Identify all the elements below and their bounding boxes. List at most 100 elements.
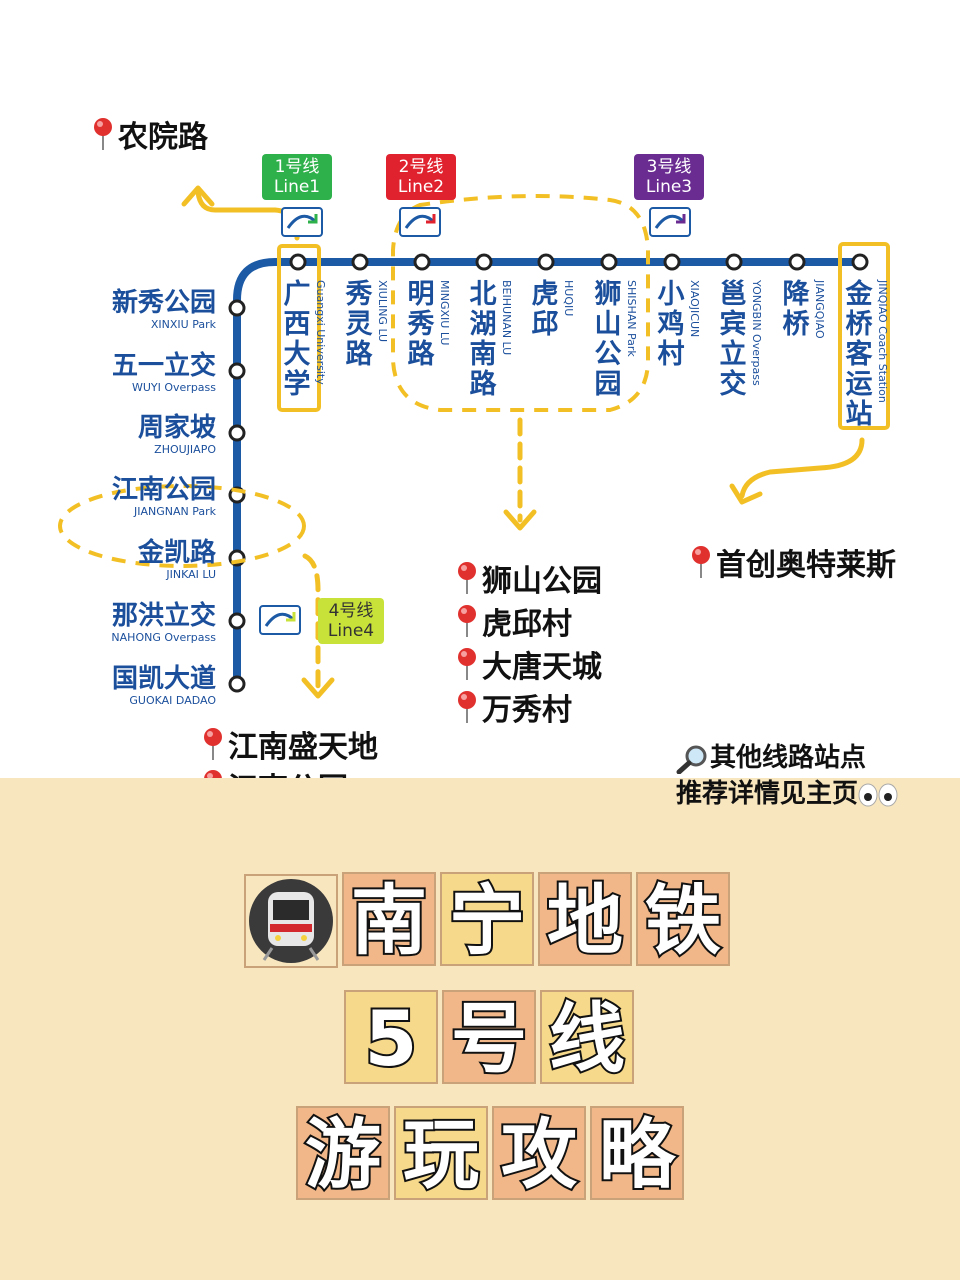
- station-name-en: XINXIU Park: [150, 318, 216, 331]
- poi-name: 万秀村: [482, 693, 572, 728]
- route-map: [58, 185, 890, 699]
- poi-item: 首创奥特莱斯: [690, 540, 896, 584]
- magnifier-icon: [676, 745, 707, 774]
- poi-name: 首创奥特莱斯: [716, 548, 896, 583]
- station-label-en: YONGBIN Overpass: [750, 280, 763, 386]
- poi-item: 江南盛天地: [202, 722, 378, 766]
- station-name-en: JINKAI LU: [166, 568, 216, 581]
- line1-badge-cn: 1号线: [274, 157, 320, 177]
- arrow-to-shouchuang-head: [729, 483, 763, 505]
- metro-train-icon: [249, 879, 333, 963]
- station-label: 北湖南路: [469, 279, 497, 400]
- round-pushpin-icon: [94, 118, 112, 150]
- line1-badge: 1号线 Line1: [262, 154, 332, 200]
- poi-name: 狮山公园: [482, 564, 602, 599]
- station-dot: [600, 253, 618, 271]
- arrow-to-shouchuang: [739, 437, 865, 499]
- station-name-en: GUOKAI DADAO: [129, 694, 216, 707]
- station-label-en: JIANGQIAO: [813, 280, 826, 339]
- line1-badge-en: Line1: [273, 177, 321, 197]
- station-dot: [228, 362, 246, 380]
- station-label: 降桥: [782, 279, 810, 340]
- highlight-box-guangxi: [277, 244, 321, 412]
- station-name-en: ZHOUJIAPO: [154, 443, 216, 456]
- highlight-ellipse-shishan: [391, 194, 650, 412]
- line3-badge: 3号线 Line3: [634, 154, 704, 200]
- station-label-en: Guangxi University: [314, 280, 327, 385]
- round-pushpin-icon: [458, 562, 476, 594]
- poi-item: 虎邱村: [456, 599, 572, 643]
- station-dot: [228, 424, 246, 442]
- highlight-ellipse-jiangnan: [58, 484, 306, 568]
- station-name: 新秀公园: [111, 288, 216, 318]
- station-name: 江南公园: [111, 475, 216, 505]
- station-label: 邕宾立交: [719, 279, 747, 400]
- eyes-icon: [858, 783, 898, 806]
- station-dot: [351, 253, 369, 271]
- line5-route: [233, 258, 866, 688]
- metro-tile: [244, 874, 338, 968]
- station-label: 虎邱: [531, 279, 559, 340]
- station-label: 狮山公园: [594, 279, 622, 400]
- station-name-en: JIANGNAN Park: [133, 505, 216, 518]
- transfer-icon: [649, 207, 691, 237]
- station-dot: [289, 253, 307, 271]
- station-label: 秀灵路: [345, 279, 373, 370]
- note-text-2: 推荐详情见主页: [676, 779, 859, 809]
- station-label: 明秀路: [407, 279, 435, 370]
- station-dot: [228, 612, 246, 630]
- arrow-to-jiangnan: [302, 553, 321, 693]
- horizontal-station-dots: [289, 253, 869, 271]
- title-row-3: 游玩攻略: [296, 1106, 688, 1204]
- line2-badge: 2号线 Line2: [386, 154, 456, 200]
- line2-badge-cn: 2号线: [398, 157, 444, 177]
- station-dot: [413, 253, 431, 271]
- arrow-to-nongyuan-head: [181, 185, 215, 207]
- title-char: 略: [590, 1106, 684, 1200]
- station-name: 五一立交: [111, 351, 216, 381]
- station-label-en: BEIHUNAN LU: [500, 280, 513, 356]
- note-text-1: 其他线路站点: [710, 743, 867, 773]
- title-char: 游: [296, 1106, 390, 1200]
- transfer-icon: [259, 605, 301, 635]
- station-label-en: SHISHAN Park: [625, 280, 638, 357]
- station-name: 周家坡: [137, 413, 216, 443]
- line3-badge-en: Line3: [645, 177, 693, 197]
- highlight-box-jinqiao: [838, 242, 890, 430]
- station-name: 那洪立交: [111, 601, 216, 631]
- poi-item: 大唐天城: [456, 642, 602, 686]
- station-name-en: NAHONG Overpass: [111, 631, 216, 644]
- title-row-1: 南宁地铁: [244, 872, 734, 970]
- homepage-note-line1: 其他线路站点: [676, 740, 898, 776]
- station-label-en: MINGXIU LU: [438, 280, 451, 346]
- arrow-to-jiangnan-head: [301, 677, 335, 699]
- poi-nongyuan: 农院路: [92, 112, 208, 156]
- title-char: 铁: [636, 872, 730, 966]
- poi-item: 万秀村: [456, 685, 572, 729]
- station-dot: [851, 253, 869, 271]
- title-char: 南: [342, 872, 436, 966]
- title-char: 号: [442, 990, 536, 1084]
- round-pushpin-icon: [458, 605, 476, 637]
- station-dot: [725, 253, 743, 271]
- station-dot: [788, 253, 806, 271]
- station-dot: [228, 299, 246, 317]
- station-label-en: HUQIU: [562, 280, 575, 317]
- line4-badge-en: Line4: [327, 621, 375, 641]
- station-dot: [228, 675, 246, 693]
- line4-badge: 4号线 Line4: [318, 598, 384, 644]
- round-pushpin-icon: [692, 546, 710, 578]
- station-dot: [475, 253, 493, 271]
- station-label-en: XIULING LU: [376, 280, 389, 343]
- station-name-en: WUYI Overpass: [131, 381, 216, 394]
- station-dot: [537, 253, 555, 271]
- line3-badge-cn: 3号线: [646, 157, 692, 177]
- homepage-note-line2: 推荐详情见主页: [676, 776, 898, 812]
- station-label-en: XIAOJICUN: [688, 280, 701, 338]
